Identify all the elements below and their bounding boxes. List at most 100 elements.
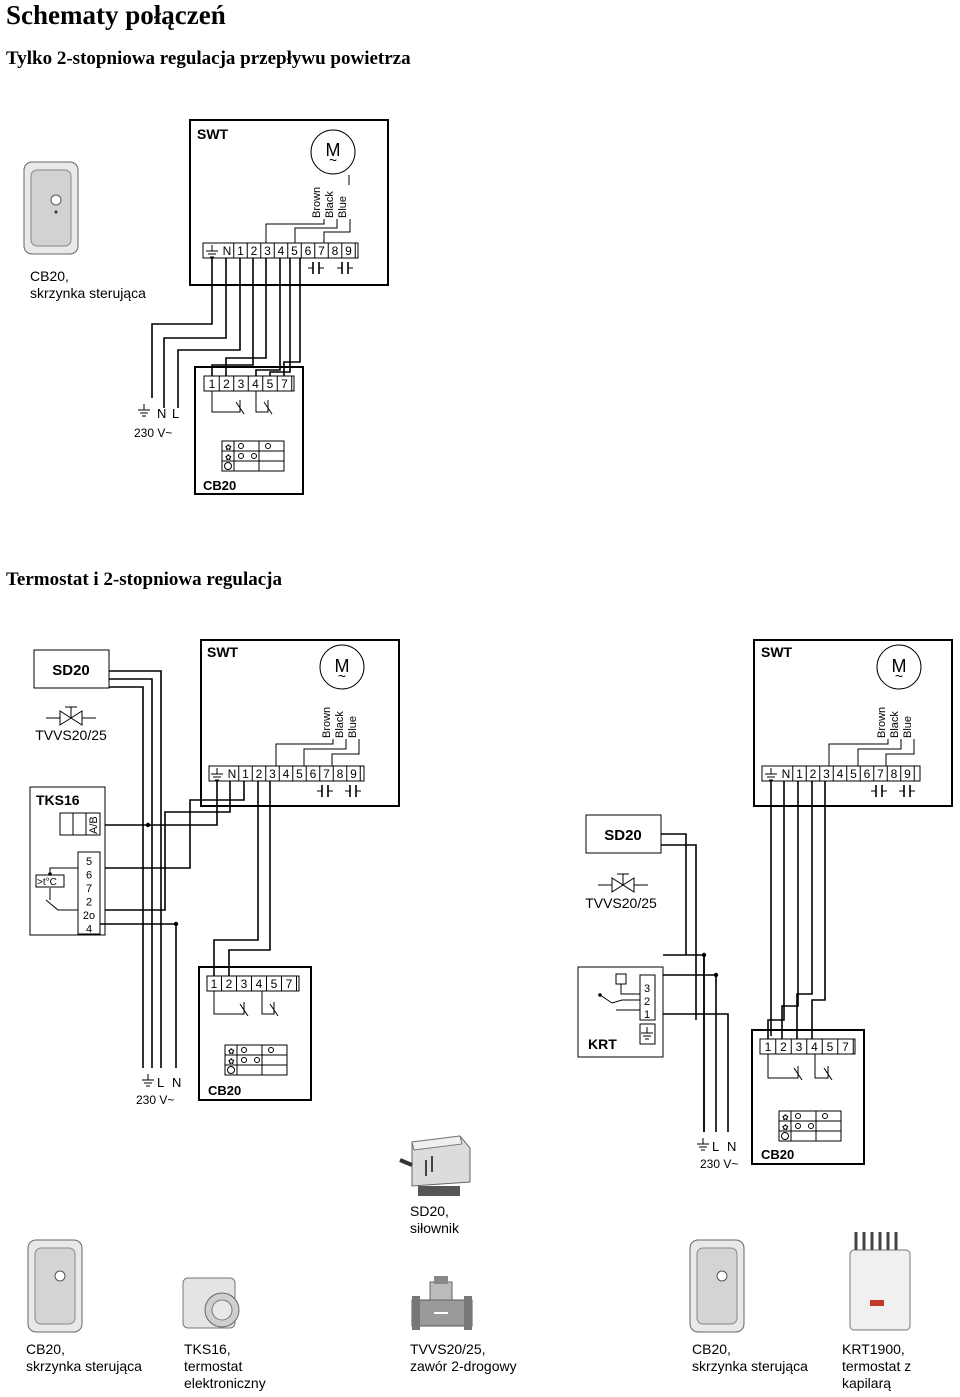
- swt-label-right: SWT: [761, 644, 793, 660]
- tks16-label: TKS16: [36, 792, 80, 808]
- swt-top-terminal: 3: [264, 244, 271, 258]
- cb20-right-terminal: 7: [842, 1040, 849, 1054]
- cb20-top-terminal: 7: [281, 377, 288, 391]
- motor-symbol-top: [310, 129, 356, 175]
- swt-left-terminal: 3: [269, 767, 276, 781]
- cb20-top-terminal: 4: [252, 377, 259, 391]
- caption-tvvs: TVVS20/25,zawór 2-drogowy: [410, 1341, 517, 1374]
- cb20-device-image-top: [23, 161, 79, 255]
- wire-brown-right: Brown: [876, 707, 888, 738]
- tks16-terminal: 2: [86, 897, 92, 909]
- swt-box-top: [189, 119, 389, 286]
- swt-top-terminal: 4: [278, 244, 285, 258]
- cb20-label-left: CB20: [208, 1083, 241, 1098]
- tvvs-label-left: TVVS20/25: [35, 727, 107, 743]
- cb20-label-top: CB20: [203, 478, 236, 493]
- tks16-terminal: 4: [86, 924, 92, 936]
- krt-terminal: 3: [644, 983, 650, 995]
- cb20-box-right: [751, 1029, 865, 1165]
- wire-black-top: Black: [324, 191, 336, 218]
- supply-l-right: L: [712, 1139, 719, 1154]
- caption-cb20-top: CB20,skrzynka sterująca: [30, 268, 146, 301]
- motor-tilde-left: ~: [338, 668, 346, 684]
- wire-blue-right: Blue: [902, 716, 914, 738]
- cb20-left-terminal: 3: [241, 977, 248, 991]
- wire-brown-left: Brown: [321, 707, 333, 738]
- cb20-top-terminal: 1: [209, 377, 216, 391]
- motor-m-top: M: [326, 140, 341, 160]
- motor-tilde-right: ~: [895, 668, 903, 684]
- sd20-label-right: SD20: [604, 827, 642, 844]
- cb20-box-top: [194, 366, 304, 495]
- cb20-left-terminal: 4: [256, 977, 263, 991]
- swt-right-terminal: 5: [850, 767, 857, 781]
- swt-right-terminal: 1: [796, 767, 803, 781]
- caption-krt1900: KRT1900,termostat z kapilarą: [842, 1341, 912, 1391]
- tks16-ab-label: A/B: [88, 816, 100, 834]
- cb20-right-terminal: 2: [780, 1040, 787, 1054]
- swt-left-terminal: N: [228, 767, 237, 781]
- swt-left-terminal: 5: [296, 767, 303, 781]
- caption-cb20-bottom-left: CB20,skrzynka sterująca: [26, 1341, 142, 1374]
- swt-right-terminal: 6: [864, 767, 871, 781]
- swt-right-terminal: 4: [837, 767, 844, 781]
- cb20-right-terminal: 1: [765, 1040, 772, 1054]
- swt-top-terminal: N: [223, 244, 232, 258]
- cb20-right-terminal: 4: [811, 1040, 818, 1054]
- caption-sd20-actuator: SD20,siłownik: [410, 1203, 460, 1236]
- swt-left-terminal: 6: [310, 767, 317, 781]
- swt-right-terminal: N: [782, 767, 791, 781]
- cb20-left-terminal: 5: [271, 977, 278, 991]
- supply-l-left: L: [157, 1075, 164, 1090]
- tvvs-label-right: TVVS20/25: [585, 895, 657, 911]
- tks16-terminal: 2o: [83, 910, 95, 922]
- tks16-device-image: [182, 1277, 240, 1329]
- swt-right-terminal: 7: [877, 767, 884, 781]
- swt-left-terminal: 9: [350, 767, 357, 781]
- krt-box: [577, 966, 664, 1058]
- swt-top-terminal: 8: [332, 244, 339, 258]
- wire-brown-top: Brown: [311, 187, 323, 218]
- swt-right-terminal: 9: [904, 767, 911, 781]
- cb20-device-image-bottom-right: [689, 1239, 745, 1333]
- tvvs-valve-image: [411, 1276, 473, 1330]
- section-title-thermostat: Termostat i 2-stopniowa regulacja: [6, 569, 283, 590]
- wire-black-right: Black: [889, 711, 901, 738]
- supply-n-top: N: [157, 406, 166, 421]
- swt-top-terminal: 7: [318, 244, 325, 258]
- cb20-left-terminal: 7: [286, 977, 293, 991]
- motor-m-right: M: [892, 656, 907, 676]
- cb20-device-image-bottom-left: [27, 1239, 83, 1333]
- cb20-right-terminal: 5: [827, 1040, 834, 1054]
- swt-top-terminal: 9: [345, 244, 352, 258]
- swt-left-terminal: 2: [256, 767, 263, 781]
- swt-box-left: [200, 639, 400, 807]
- supply-voltage-right: 230 V~: [700, 1157, 738, 1171]
- wire-blue-top: Blue: [337, 196, 349, 218]
- tks16-box: [29, 786, 106, 936]
- cb20-top-terminal: 5: [267, 377, 274, 391]
- caption-cb20-bottom-right: CB20,skrzynka sterująca: [692, 1341, 808, 1374]
- tks16-terminal: 5: [86, 856, 92, 868]
- cb20-right-terminal: 3: [796, 1040, 803, 1054]
- supply-voltage-top: 230 V~: [134, 426, 172, 440]
- sd20-box-left: [33, 649, 110, 689]
- swt-right-terminal: 8: [891, 767, 898, 781]
- cb20-top-terminal: 3: [238, 377, 245, 391]
- supply-voltage-left: 230 V~: [136, 1093, 174, 1107]
- supply-l-top: L: [172, 406, 179, 421]
- swt-label-left: SWT: [207, 644, 239, 660]
- swt-label-top: SWT: [197, 126, 229, 142]
- sd20-actuator-image: [399, 1135, 471, 1196]
- swt-left-terminal: 7: [323, 767, 330, 781]
- motor-m-left: M: [335, 656, 350, 676]
- tks16-temp-symbol: >t°C: [37, 877, 57, 888]
- swt-right-terminal: 2: [810, 767, 817, 781]
- supply-n-right: N: [727, 1139, 736, 1154]
- cb20-box-left: [198, 966, 312, 1101]
- tks16-terminal: 6: [86, 870, 92, 882]
- swt-left-terminal: 4: [283, 767, 290, 781]
- cb20-left-terminal: 2: [226, 977, 233, 991]
